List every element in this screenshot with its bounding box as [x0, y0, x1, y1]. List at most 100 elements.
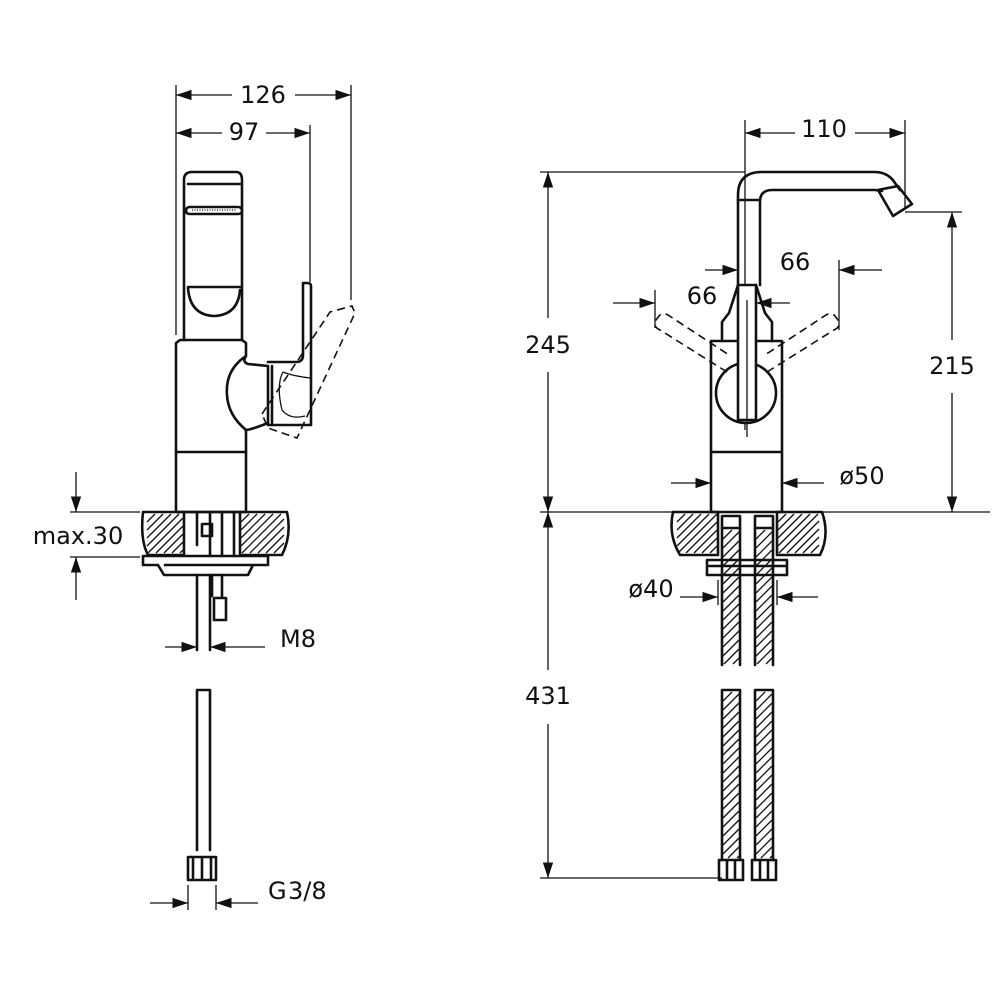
dimension-110: 110 — [745, 115, 905, 143]
hatch-line — [765, 657, 773, 665]
hatch-line — [755, 765, 773, 783]
hatch-line — [755, 630, 773, 648]
hatch-line — [722, 691, 733, 702]
hatch-line — [257, 526, 285, 554]
hatch-line — [755, 585, 773, 603]
hatch-line — [709, 545, 718, 554]
dimension-label: G — [268, 877, 287, 905]
body-side — [174, 338, 270, 514]
hatch-line — [722, 558, 740, 576]
hatch-line — [722, 756, 740, 774]
hatch-line — [755, 774, 773, 792]
hatch-line — [755, 702, 773, 720]
hatch-line — [147, 517, 184, 554]
hatch-line — [163, 533, 184, 554]
hatch-line — [760, 846, 773, 859]
countertop-front — [670, 510, 827, 557]
hatch-line — [677, 513, 718, 554]
hatch-line — [777, 513, 811, 547]
spout-front — [736, 170, 914, 287]
hatch-line — [723, 648, 740, 665]
hatching — [146, 513, 820, 859]
hatch-line — [722, 702, 740, 720]
hatch-line — [722, 765, 740, 783]
hatch-line — [722, 792, 740, 810]
hatch-line — [755, 639, 773, 657]
hatch-line — [146, 513, 172, 539]
hatch-line — [722, 594, 740, 612]
hatch-line — [755, 810, 773, 828]
hatch-line — [685, 521, 718, 554]
dimension-label: 97 — [229, 118, 260, 146]
hatch-line — [755, 621, 773, 639]
dimension-label: 245 — [525, 331, 571, 359]
hatch-line — [755, 529, 766, 540]
hatch-line — [755, 837, 773, 855]
hatch-line — [722, 747, 740, 765]
hatch-line — [179, 549, 184, 554]
hatch-line — [722, 639, 740, 657]
mounting-rod — [186, 573, 228, 882]
lever-front[interactable] — [653, 283, 841, 437]
hatch-line — [777, 513, 787, 523]
hatch-line — [755, 693, 773, 711]
hatch-line — [722, 720, 740, 738]
hatch-line — [755, 801, 773, 819]
hatch-line — [701, 537, 718, 554]
hatch-line — [249, 518, 285, 554]
hatch-line — [755, 711, 773, 729]
hatch-line — [755, 783, 773, 801]
dimension-431: 431 — [525, 512, 571, 878]
hatch-line — [755, 738, 773, 756]
hatch-line — [778, 513, 819, 554]
hatch-line — [722, 540, 740, 558]
hatch-line — [722, 738, 740, 756]
hatch-line — [722, 729, 740, 747]
hatch-line — [722, 529, 733, 540]
hatch-line — [755, 603, 773, 621]
hatch-line — [722, 576, 740, 594]
hatch-line — [146, 513, 180, 547]
hatch-line — [240, 513, 250, 523]
dimension-215: 215 — [929, 212, 975, 512]
dimension-label: ø50 — [839, 462, 884, 490]
dimension-245: 245 — [525, 172, 571, 512]
front-view: 110 245 215 431 66 — [525, 115, 990, 882]
dimension-d40: ø40 — [628, 575, 818, 605]
lever-side[interactable] — [261, 281, 356, 439]
hatch-line — [155, 525, 184, 554]
hatch-line — [756, 648, 773, 665]
dimension-label: 66 — [780, 248, 811, 276]
hatch-line — [755, 531, 773, 549]
dimension-97: 97 — [176, 118, 310, 146]
hatch-line — [722, 801, 740, 819]
hatch-line — [722, 783, 740, 801]
hatch-line — [722, 612, 740, 630]
hatch-line — [265, 534, 285, 554]
hatch-line — [722, 837, 740, 855]
hatch-line — [755, 594, 773, 612]
hatch-line — [722, 585, 740, 603]
dimension-label: M8 — [280, 625, 316, 653]
hatch-line — [240, 513, 274, 547]
hatch-line — [755, 756, 773, 774]
dimension-fraction: 3/8 — [288, 877, 327, 905]
hatch-line — [786, 520, 820, 554]
dimension-66-left: 66 — [613, 264, 790, 328]
hatch-line — [755, 729, 773, 747]
hatch-line — [722, 531, 740, 549]
hatch-line — [722, 774, 740, 792]
hatch-line — [722, 819, 740, 837]
hatch-line — [722, 603, 740, 621]
hatch-line — [755, 819, 773, 837]
hatch-line — [722, 693, 740, 711]
hatch-line — [722, 621, 740, 639]
countertop-side — [140, 510, 290, 557]
hatch-line — [755, 747, 773, 765]
hatch-line — [146, 513, 156, 523]
hatch-line — [755, 549, 773, 567]
hatch-line — [769, 855, 773, 859]
hatch-line — [171, 541, 184, 554]
hatch-line — [241, 513, 282, 554]
hatch-line — [755, 792, 773, 810]
